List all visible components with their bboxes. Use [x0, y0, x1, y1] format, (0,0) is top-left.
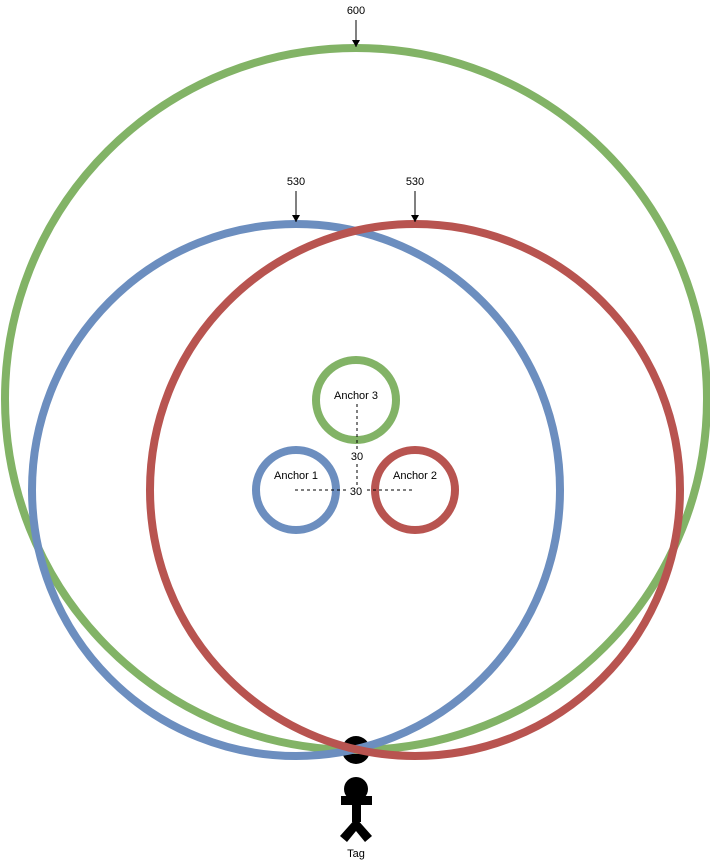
anchor2-range-label: 530	[406, 176, 424, 188]
anchor2-label: Anchor 2	[393, 470, 437, 482]
anchor1-range-circle	[28, 220, 564, 760]
anchor3-label: Anchor 3	[334, 390, 378, 402]
anchor1-label: Anchor 1	[274, 470, 318, 482]
anchor3-circle	[312, 356, 400, 444]
horizontal-distance-label: 30	[350, 486, 362, 498]
tag-label: Tag	[347, 848, 365, 860]
vertical-distance-label: 30	[351, 451, 363, 463]
anchor1-range-label: 530	[287, 176, 305, 188]
anchor2-range-circle	[146, 220, 684, 760]
anchor1-circle	[252, 446, 340, 534]
person-icon	[340, 777, 372, 842]
anchor3-range-label: 600	[347, 5, 365, 17]
